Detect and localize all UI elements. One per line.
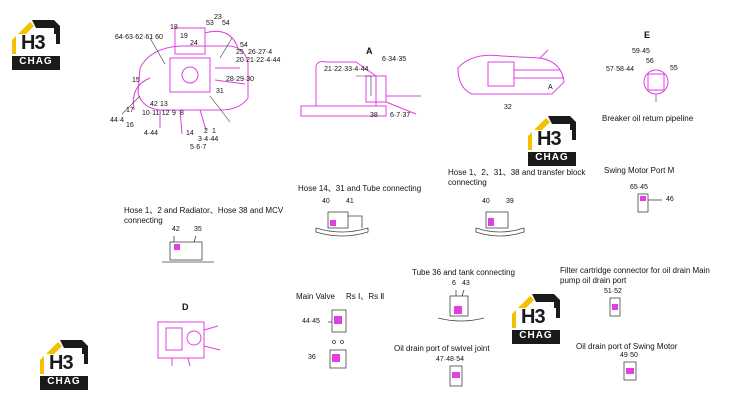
callout-label: 1	[212, 128, 216, 135]
callout-label: 46	[666, 196, 674, 203]
callout-label: 51·52	[604, 288, 622, 295]
callout-label: 57·58·44	[606, 66, 635, 73]
callout-label: 31	[216, 88, 224, 95]
callout-label: 21·22·33·4·44	[324, 66, 369, 73]
callout-label: 64·63·62·61 60	[115, 34, 163, 41]
detail-hose-tube-drawing	[315, 211, 369, 237]
caption-filter: Filter cartridge connector for oil drain…	[560, 266, 710, 285]
caption-breaker: Breaker oil return pipeline	[602, 114, 694, 123]
logo-bottom-text: CHAG	[519, 330, 553, 341]
callout-label: 25	[236, 49, 244, 56]
view-e-drawing	[643, 69, 669, 102]
logo-bottom-text: CHAG	[19, 56, 53, 67]
detail-rs-drawing	[329, 340, 347, 369]
detail-filter-drawing	[609, 297, 621, 317]
caption-rs: Rs Ⅰ、Rs Ⅱ	[346, 292, 385, 301]
detail-swing-drain-drawing	[623, 361, 637, 381]
callout-label: 16	[126, 122, 134, 129]
logo-bottom-text: CHAG	[47, 376, 81, 387]
caption-tube-tank: Tube 36 and tank connecting	[412, 268, 515, 277]
main-assembly-drawing	[121, 27, 249, 135]
logo-top-text: H3	[21, 32, 46, 54]
caption-oil-drain-swivel: Oil drain port of swivel joint	[394, 344, 490, 353]
view-letter: A	[366, 46, 373, 56]
callout-label: 40	[482, 198, 490, 205]
callout-label: 3·4·44	[198, 136, 219, 143]
detail-tube-tank-drawing	[437, 289, 485, 322]
callout-label: 56	[646, 58, 654, 65]
callout-label: 47·48·54	[436, 356, 465, 363]
callout-label: 2	[204, 128, 208, 135]
logo-top-text: H3	[49, 352, 74, 374]
brand-logo: H3 CHAG	[524, 112, 580, 168]
callout-label: 49·50	[620, 352, 638, 359]
callout-label: 20·21·22·4·44	[236, 57, 281, 64]
callout-label: 6	[452, 280, 456, 287]
callout-label: 59·45	[632, 48, 650, 55]
callout-label: 55	[670, 65, 678, 72]
callout-label: 14	[186, 130, 194, 137]
detail-main-valve-drawing	[328, 309, 347, 333]
callout-label: 39	[506, 198, 514, 205]
callout-label: 6·7·37	[390, 112, 411, 119]
callout-label: 19	[180, 33, 188, 40]
logo-mark-icon	[12, 20, 60, 70]
callout-label: 18	[170, 24, 178, 31]
caption-oil-drain-swing: Oil drain port of Swing Motor	[576, 342, 678, 351]
brand-logo: H3 CHAG	[36, 336, 92, 392]
callout-label: 44·45	[302, 318, 320, 325]
detail-swing-motor-drawing	[637, 193, 662, 213]
caption-hose-tube: Hose 14、31 and Tube connecting	[298, 184, 422, 193]
callout-label: 44·4	[110, 117, 125, 124]
logo-bottom-text: CHAG	[535, 152, 569, 163]
callout-label: 17	[126, 107, 134, 114]
callout-label: 65·45	[630, 184, 648, 191]
callout-label: 8	[180, 110, 184, 117]
transfer-block-drawing	[457, 49, 565, 95]
callout-label: 43	[462, 280, 470, 287]
callout-label: 36	[308, 354, 316, 361]
callout-label: 4·44	[144, 130, 159, 137]
callout-label: 24	[190, 40, 198, 47]
brand-logo: H3 CHAG	[8, 16, 64, 72]
detail-swivel-drawing	[449, 365, 463, 387]
detail-transfer-block-drawing	[475, 211, 525, 237]
caption-main-valve: Main Valve	[296, 292, 335, 301]
view-d-drawing	[157, 321, 221, 367]
callout-label: 10·11·12	[142, 110, 170, 117]
callout-label: 28·29·30	[226, 76, 255, 83]
brand-logo: H3 CHAG	[508, 290, 564, 346]
callout-label: 54	[222, 20, 230, 27]
top-middle-pipeline-drawing	[300, 61, 421, 117]
logo-mark-icon	[40, 340, 88, 390]
callout-label: 13	[160, 101, 168, 108]
callout-label: 54	[240, 42, 248, 49]
callout-label: 42	[172, 226, 180, 233]
callout-label: 26·27·4	[248, 49, 273, 56]
callout-label: 23	[214, 14, 222, 21]
callout-label: 38	[370, 112, 378, 119]
caption-hose-transfer: Hose 1、2、31、38 and transfer block connec…	[448, 168, 586, 187]
callout-label: 6·34·35	[382, 56, 407, 63]
logo-top-text: H3	[521, 306, 546, 328]
callout-label: 35	[194, 226, 202, 233]
caption-hose-radiator: Hose 1、2 and Radiator、Hose 38 and MCV co…	[124, 206, 284, 225]
caption-swing-motor-port: Swing Motor Port M	[604, 166, 675, 175]
callout-label: 41	[346, 198, 354, 205]
view-letter: D	[182, 302, 189, 312]
detail-radiator-drawing	[162, 235, 214, 263]
callout-label: 32	[504, 104, 512, 111]
view-letter: A	[548, 84, 553, 91]
logo-mark-icon	[528, 116, 576, 166]
view-letter: E	[644, 30, 651, 40]
callout-label: 42	[150, 101, 158, 108]
callout-label: 9	[172, 110, 176, 117]
callout-label: 5·6·7	[190, 144, 207, 151]
callout-label: 40	[322, 198, 330, 205]
logo-mark-icon	[512, 294, 560, 344]
callout-label: 53	[206, 20, 214, 27]
logo-top-text: H3	[537, 128, 562, 150]
callout-label: 15	[132, 77, 140, 84]
